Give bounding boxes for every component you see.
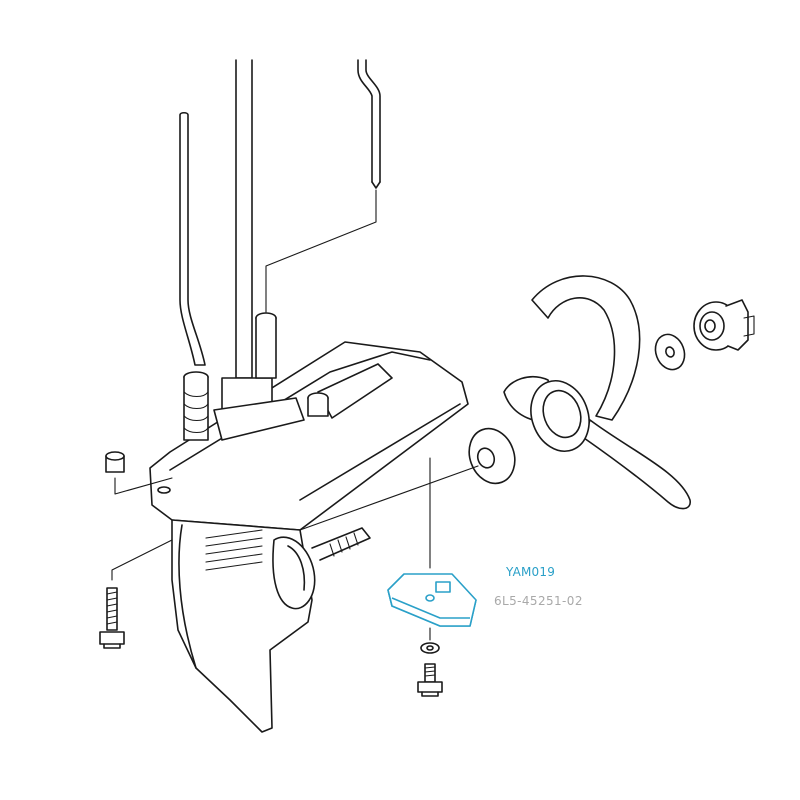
anode-trim-tab[interactable] (387, 573, 477, 627)
thrust-washer (299, 427, 516, 531)
lower-unit-housing (149, 341, 469, 733)
anode-washer (420, 627, 440, 654)
part-number-label: 6L5-45251-02 (494, 594, 583, 608)
propeller (503, 275, 691, 510)
water-tube (265, 59, 381, 313)
spacer-washer (654, 333, 686, 371)
propeller-nut (693, 299, 755, 351)
shift-rod (179, 111, 206, 366)
dowel-pin (105, 451, 173, 495)
top-fittings (157, 312, 329, 494)
drive-shaft (235, 59, 253, 379)
anode-bolt (417, 663, 443, 697)
housing-bolt (99, 539, 173, 649)
item-code-label[interactable]: YAM019 (506, 565, 556, 579)
